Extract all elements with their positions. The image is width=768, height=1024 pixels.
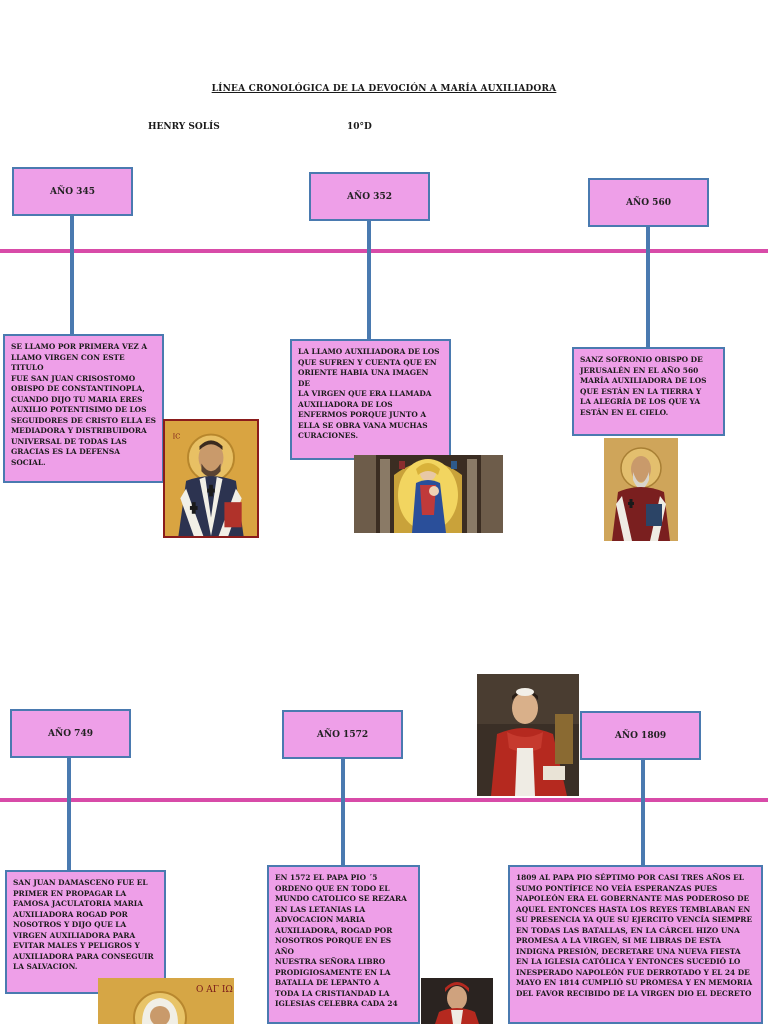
year-box-560: AÑO 560 <box>588 178 709 227</box>
connector-560 <box>646 227 650 349</box>
pope-pius-vii-portrait <box>477 674 579 796</box>
grade-label: 10°D <box>347 122 372 132</box>
saint-john-damascene-image: Ο ΑΓ ΙΩ ΑΝΝ Ι <box>98 978 234 1024</box>
event-text-749: SAN JUAN DAMASCENO FUE EL PRIMER EN PROP… <box>5 870 166 994</box>
saint-sophronius-image <box>604 438 678 541</box>
timeline-line-upper <box>0 249 768 253</box>
event-text-352: LA LLAMO AUXILIADORA DE LOS QUE SUFREN Y… <box>290 339 451 460</box>
year-box-345: AÑO 345 <box>12 167 133 216</box>
saint-john-chrysostom-image: IC <box>163 419 259 538</box>
icon-inscription-text: Ο ΑΓ ΙΩ ΑΝΝ Ι <box>196 985 234 995</box>
year-box-749: AÑO 749 <box>10 709 131 758</box>
year-box-1809: AÑO 1809 <box>580 711 701 760</box>
pope-pius-v-portrait <box>421 978 493 1024</box>
connector-345 <box>70 216 74 336</box>
event-text-345: SE LLAMO POR PRIMERA VEZ A LLAMO VIRGEN … <box>3 334 164 483</box>
virgin-auxiliadora-image <box>354 455 503 533</box>
page-title: LÍNEA CRONOLÓGICA DE LA DEVOCIÓN A MARÍA… <box>211 84 557 94</box>
connector-749 <box>67 758 71 872</box>
year-box-1572: AÑO 1572 <box>282 710 403 759</box>
year-box-352: AÑO 352 <box>309 172 430 221</box>
event-text-560: SANZ SOFRONIO OBISPO DE JERUSALÉN EN EL … <box>572 347 725 436</box>
connector-1809 <box>641 760 645 867</box>
svg-text:IC: IC <box>173 432 181 440</box>
event-text-1809: 1809 AL PAPA PIO SÉPTIMO POR CASI TRES A… <box>508 865 763 1024</box>
connector-1572 <box>341 759 345 867</box>
timeline-line-lower <box>0 798 768 802</box>
connector-352 <box>367 221 371 341</box>
event-text-1572: EN 1572 EL PAPA PIO ´5 ORDENO QUE EN TOD… <box>267 865 420 1024</box>
author-name: HENRY SOLÍS <box>148 122 220 132</box>
